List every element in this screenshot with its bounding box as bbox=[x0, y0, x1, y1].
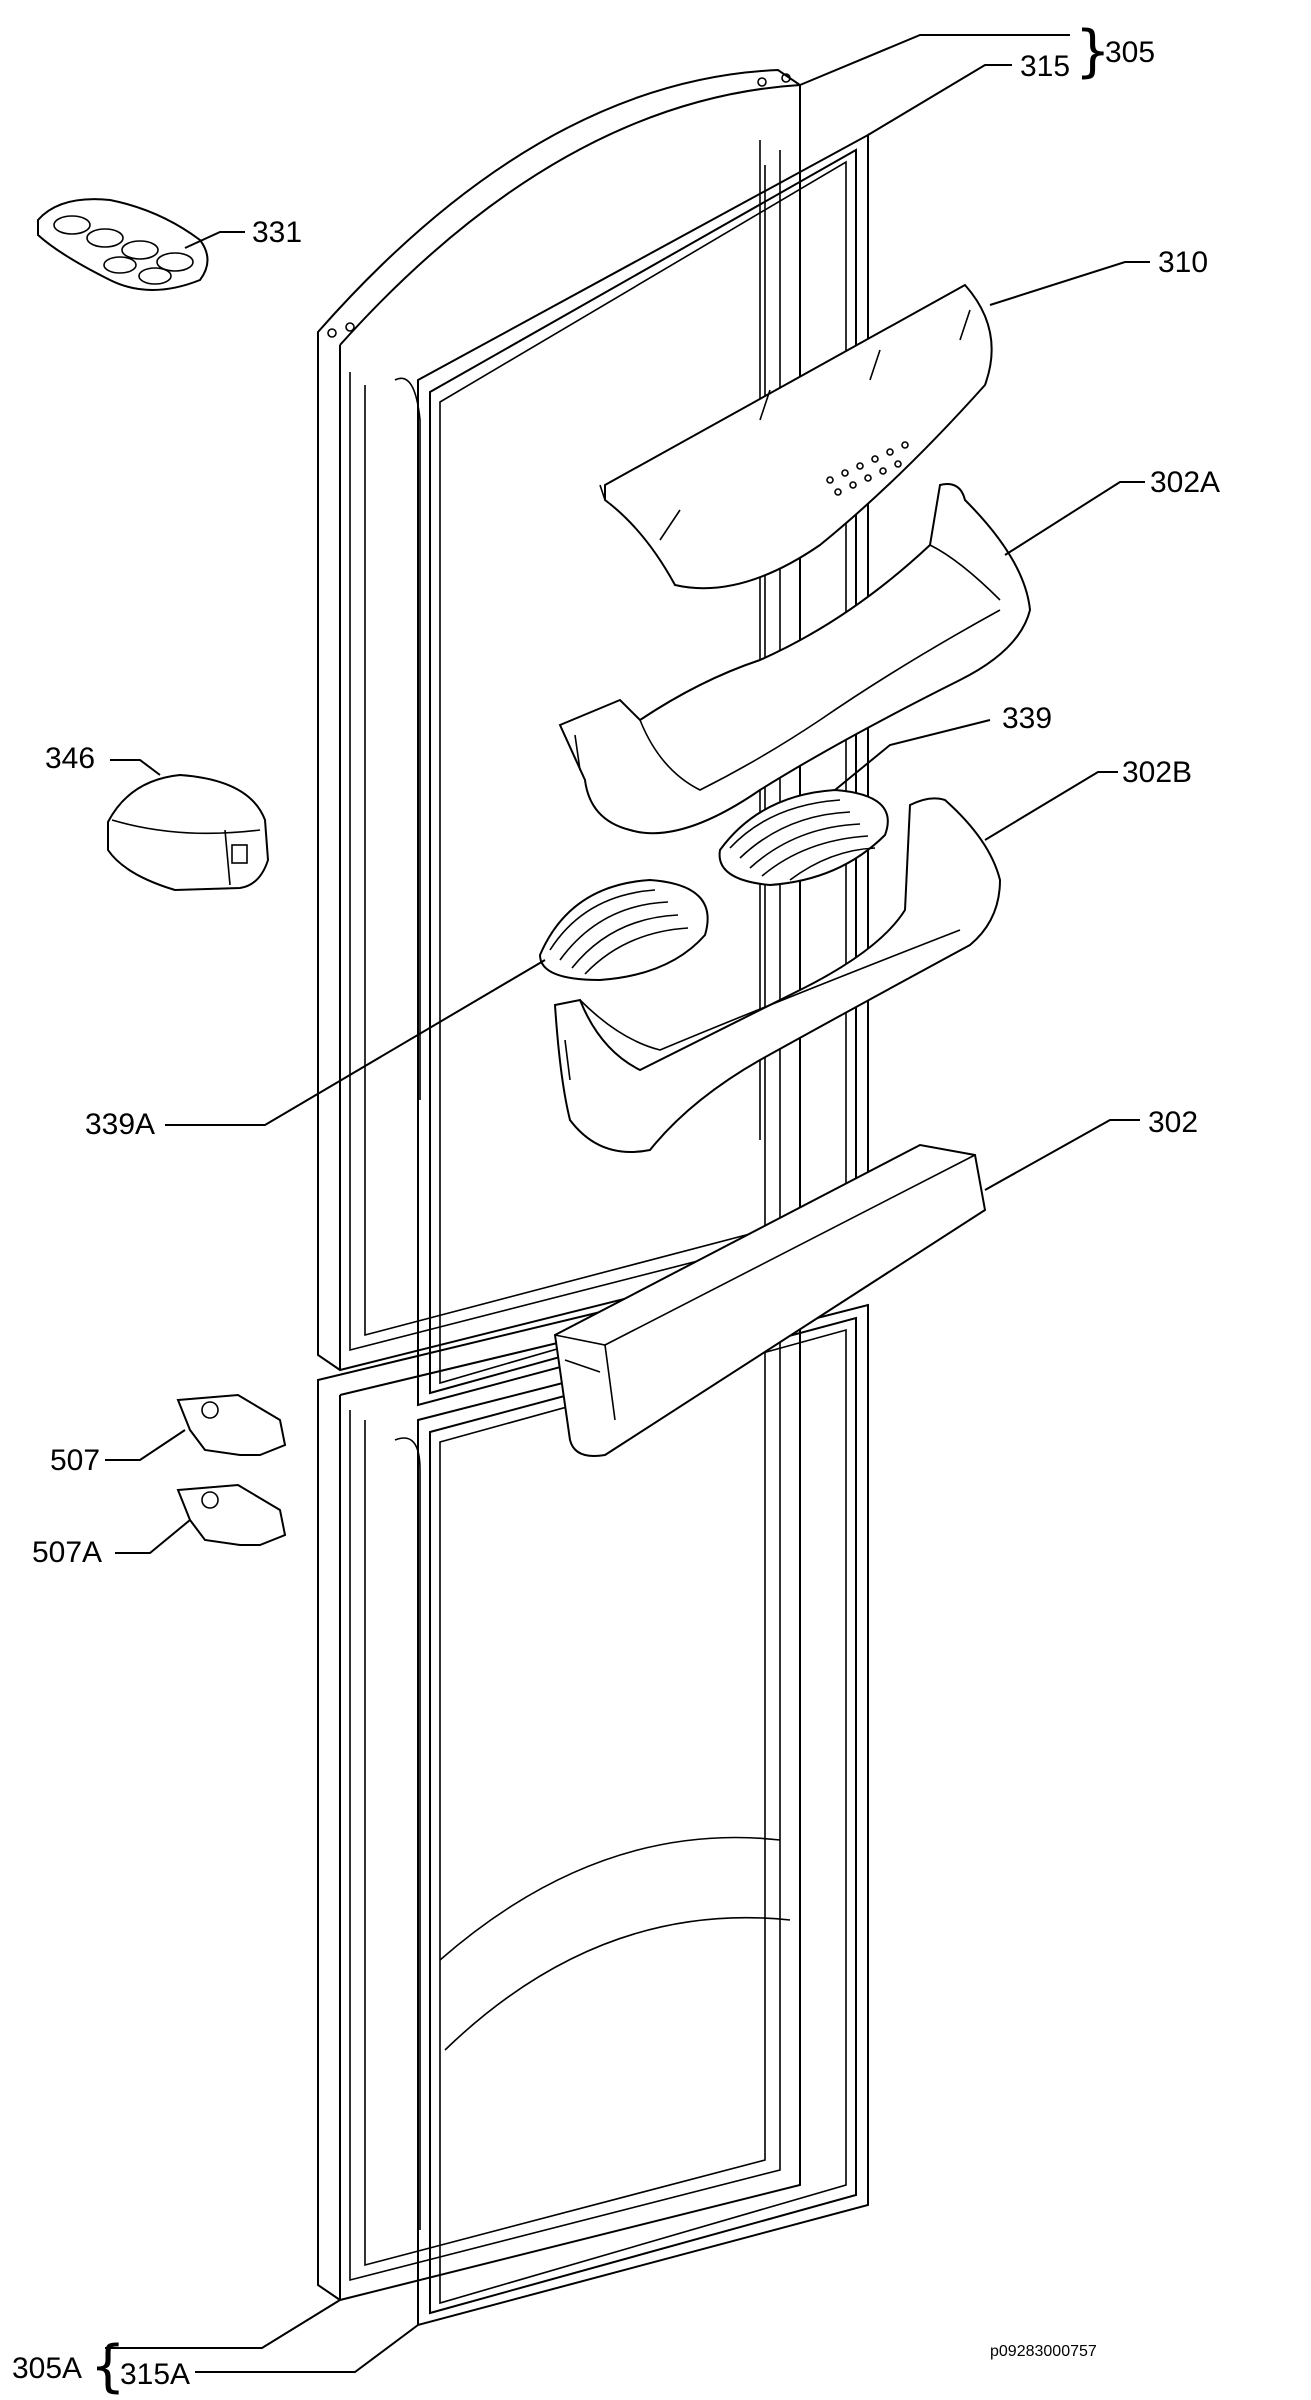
label-315a: 315A bbox=[120, 2358, 190, 2391]
label-507: 507 bbox=[50, 1444, 100, 1477]
label-315: 315 bbox=[1020, 50, 1070, 83]
label-310: 310 bbox=[1158, 246, 1208, 279]
butter-lid-339-part bbox=[718, 788, 889, 887]
label-331: 331 bbox=[252, 216, 302, 249]
document-code: p09283000757 bbox=[990, 2343, 1097, 2360]
brace-305a: { bbox=[90, 2334, 126, 2399]
label-507a: 507A bbox=[32, 1536, 102, 1569]
vent-holes bbox=[826, 441, 909, 496]
door-shelf-302-part bbox=[553, 1143, 987, 1457]
upper-door bbox=[317, 68, 801, 1372]
label-346: 346 bbox=[45, 742, 95, 775]
label-339: 339 bbox=[1002, 702, 1052, 735]
label-305a: 305A bbox=[12, 2352, 82, 2385]
brace-305: } bbox=[1075, 19, 1111, 84]
hinge-507a-part bbox=[176, 1483, 287, 1546]
container-346-part bbox=[107, 773, 270, 892]
label-302: 302 bbox=[1148, 1106, 1198, 1139]
label-305: 305 bbox=[1105, 36, 1155, 69]
part-labels: 305 315 331 310 302A 339 346 302B 339A 3… bbox=[12, 36, 1220, 2391]
door-shelf-302b-part bbox=[553, 797, 1002, 1153]
shelf-cover-part bbox=[599, 283, 993, 590]
egg-tray-part bbox=[37, 198, 209, 291]
label-302b: 302B bbox=[1122, 756, 1192, 789]
lower-door bbox=[317, 1268, 801, 2302]
label-339a: 339A bbox=[85, 1108, 155, 1141]
leader-lines bbox=[105, 34, 1150, 2373]
door-shelf-302a-part bbox=[558, 483, 1032, 835]
butter-lid-339a-part bbox=[538, 878, 709, 982]
label-302a: 302A bbox=[1150, 466, 1220, 499]
hinge-507-part bbox=[176, 1393, 287, 1456]
